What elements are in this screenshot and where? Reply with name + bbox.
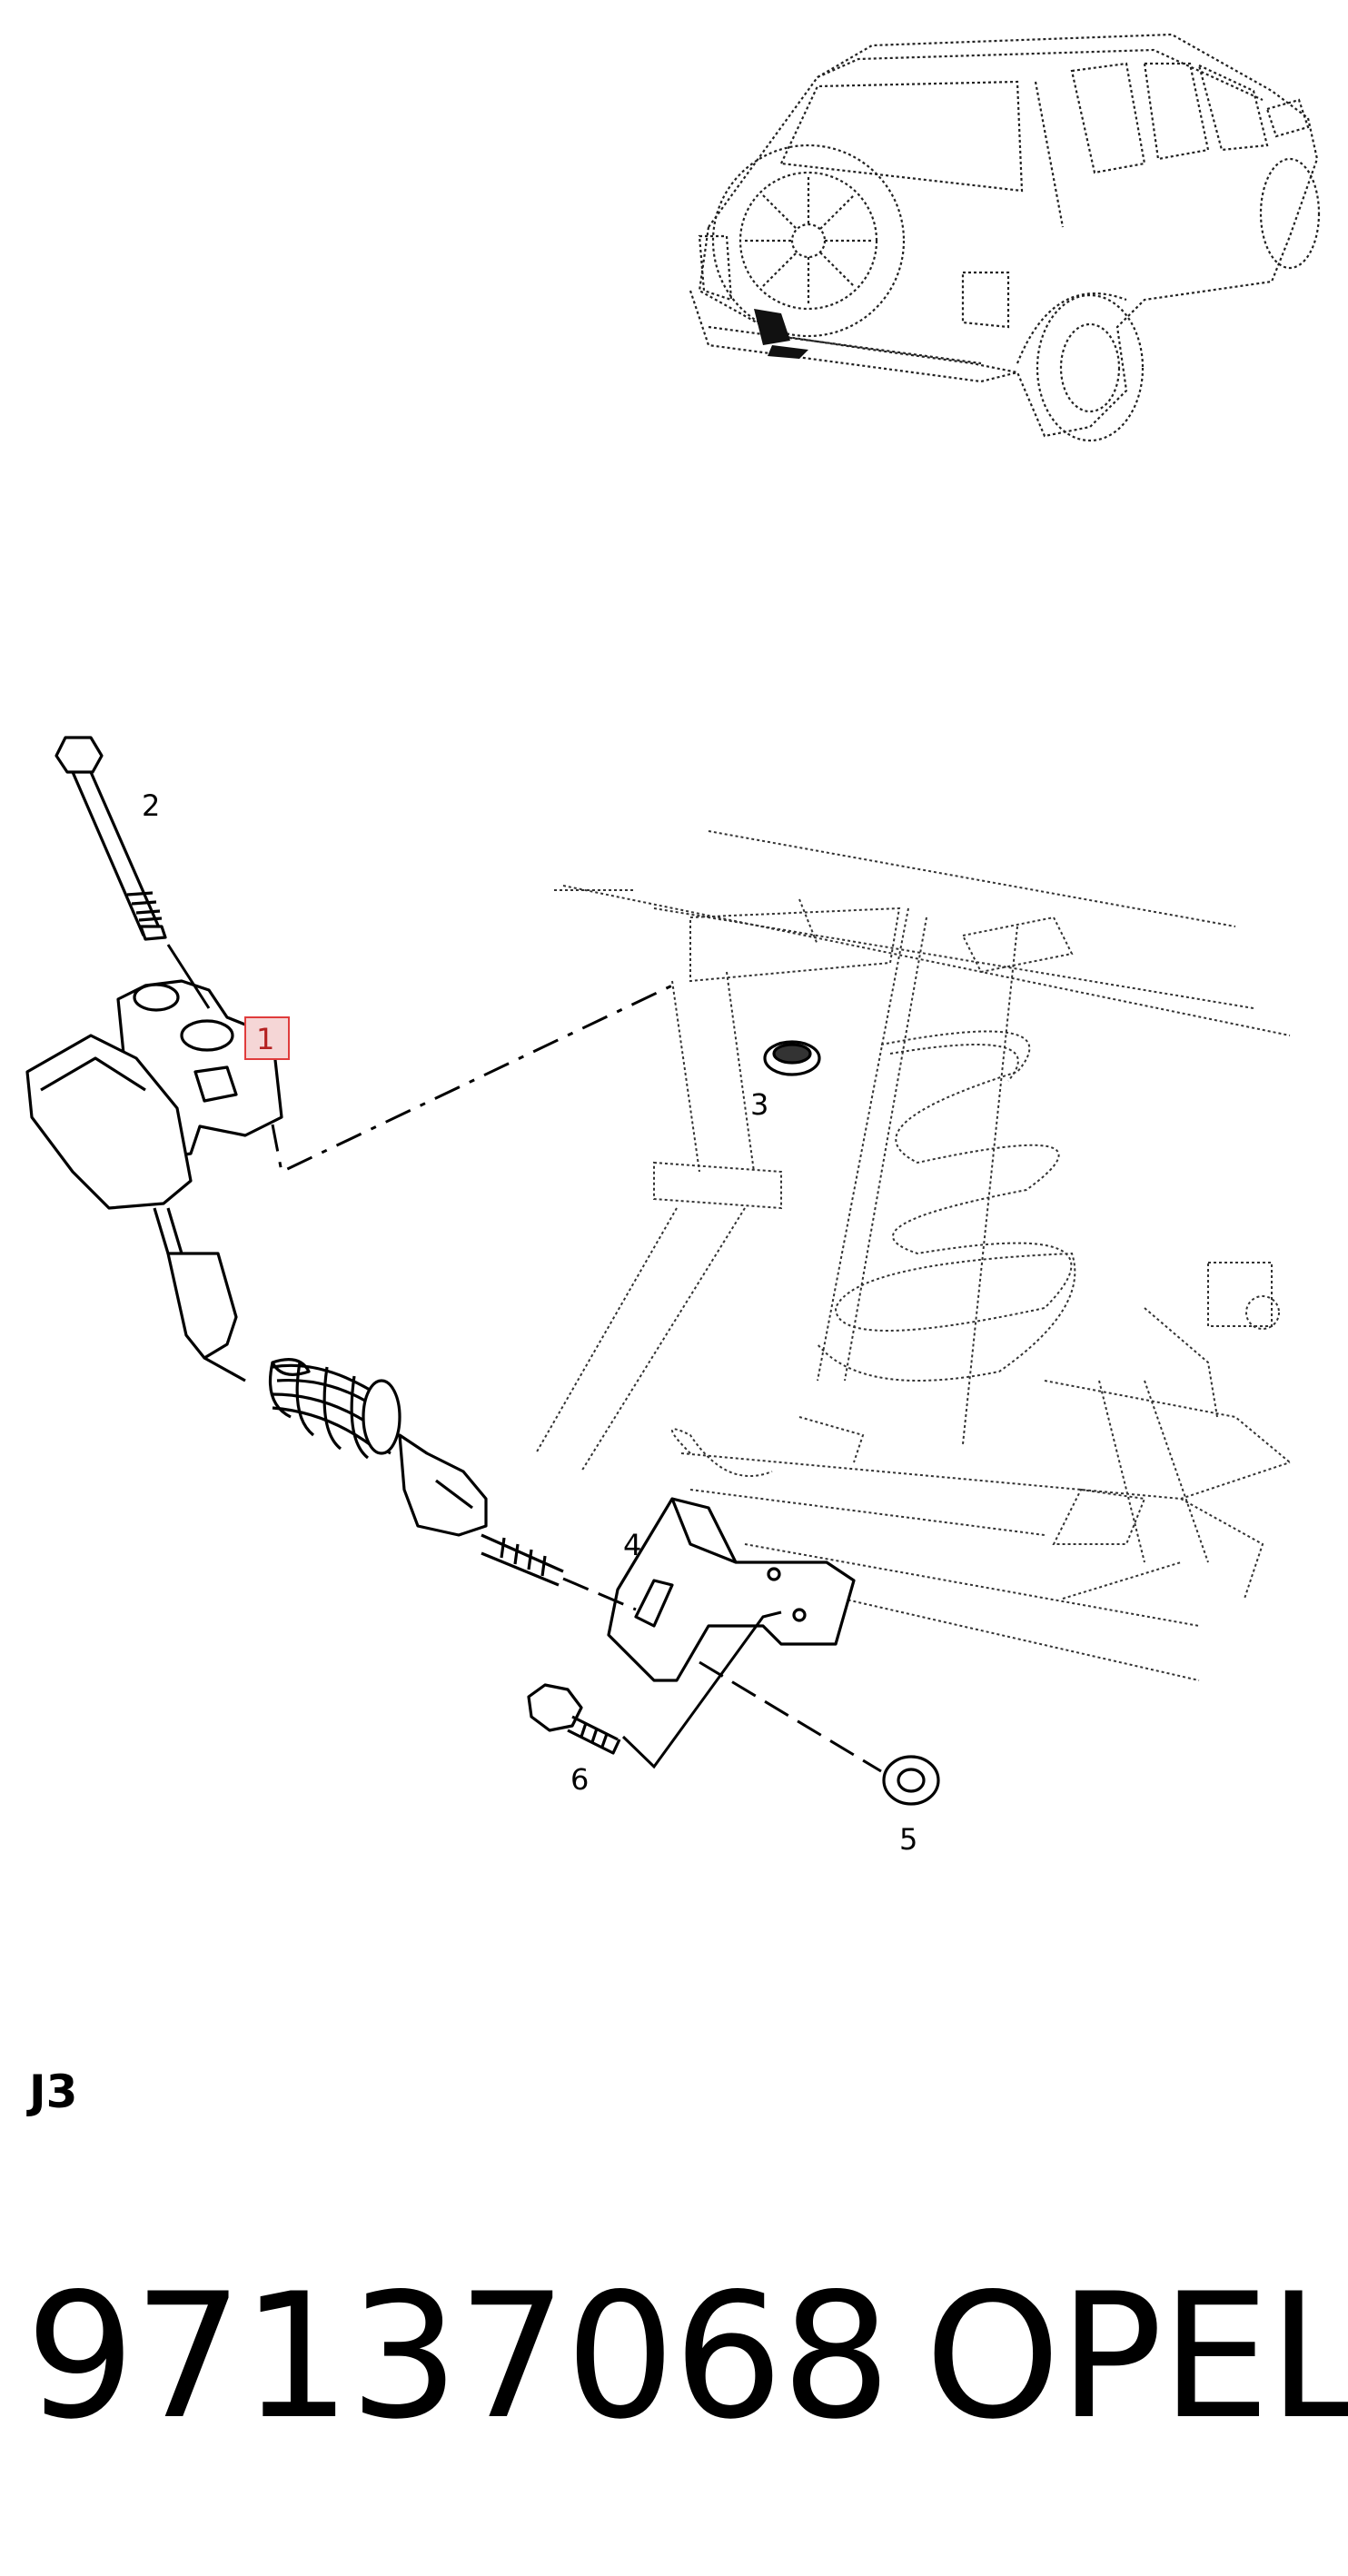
callout-2: 2 [142, 788, 160, 823]
callout-5: 5 [899, 1822, 917, 1857]
bracket-4 [607, 1497, 856, 1682]
brand-name: OPEL [925, 2256, 1348, 2457]
bolt-6 [527, 1683, 583, 1732]
callout-3: 3 [750, 1087, 768, 1122]
parts-drawing [25, 736, 940, 1806]
callout-1-box [244, 1016, 290, 1060]
callout-1[interactable]: 1 [256, 1022, 274, 1056]
chassis-outline [535, 830, 1291, 1681]
section-code: J3 [29, 2066, 78, 2118]
spring-coil [268, 1358, 401, 1460]
vehicle-location-mark [754, 309, 808, 359]
part-number: 97137068 [25, 2256, 891, 2457]
callout-6: 6 [570, 1762, 589, 1797]
nut-5 [882, 1755, 940, 1806]
vehicle-thumbnail [689, 33, 1321, 442]
grommet-3 [763, 1040, 821, 1076]
leader-lines [166, 944, 882, 1773]
callout-4: 4 [623, 1528, 641, 1562]
sensor-cover [25, 1034, 193, 1210]
part-footer: 97137068 OPEL [25, 2256, 1348, 2457]
bolt-2-shape [55, 736, 104, 774]
